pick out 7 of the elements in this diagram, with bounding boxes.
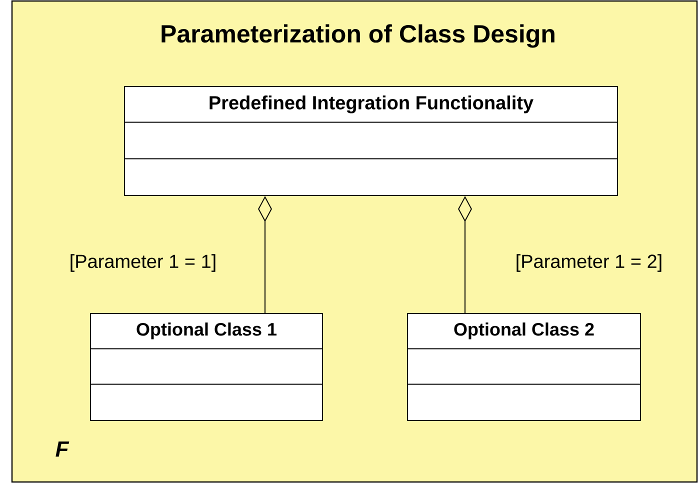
figure-letter: F	[56, 441, 70, 457]
edge-label: [Parameter 1 = 2]	[516, 254, 662, 272]
class-box: Optional Class 1	[90, 313, 323, 421]
class-box: Optional Class 2	[406, 313, 641, 421]
title: Parameterization of Class Design	[162, 24, 554, 48]
edge-label: [Parameter 1 = 1]	[70, 254, 216, 272]
class-box: Predefined Integration Functionality	[124, 86, 618, 196]
